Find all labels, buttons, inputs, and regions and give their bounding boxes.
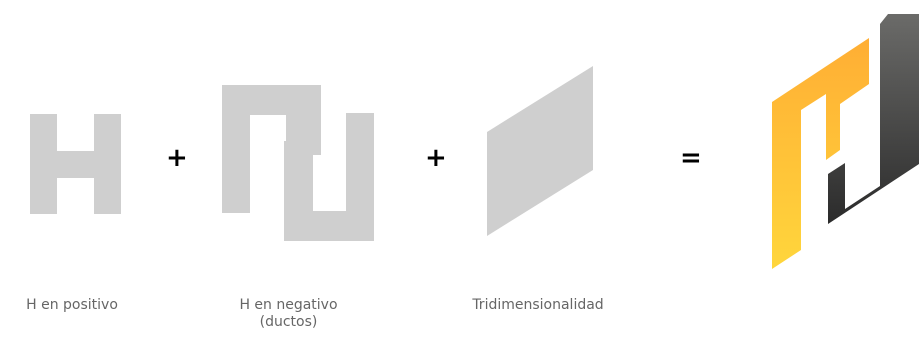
- h-negative-shape: [222, 85, 374, 241]
- plus-operator-2: +: [425, 143, 447, 173]
- logo-dark-piece: [828, 14, 919, 224]
- caption-h-negative-line1: H en negativo: [239, 297, 338, 313]
- logo-yellow-piece: [772, 38, 869, 269]
- caption-h-negative: H en negativo (ductos): [226, 297, 351, 331]
- equals-operator: =: [680, 143, 702, 173]
- caption-h-positive: H en positivo: [26, 297, 118, 313]
- final-3d-logo: [772, 14, 919, 269]
- caption-h-negative-line2: (ductos): [259, 314, 318, 330]
- caption-three-d: Tridimensionalidad: [472, 297, 604, 313]
- three-d-parallelogram: [487, 66, 593, 236]
- plus-operator-1: +: [166, 143, 188, 173]
- h-positive-shape: [30, 114, 121, 214]
